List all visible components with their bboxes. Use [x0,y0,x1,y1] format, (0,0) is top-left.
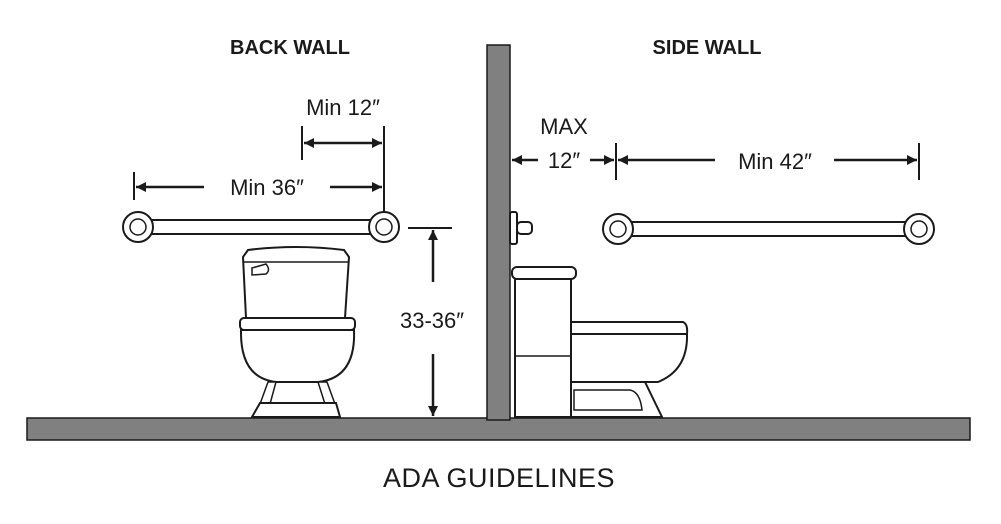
side-wall-grab-bar [602,213,935,245]
max-12-dimension [512,143,617,180]
toilet-side-view [511,266,689,418]
grab-bar-flange-profile [509,211,533,245]
min-42-dimension [618,143,920,180]
partition-wall [486,44,511,421]
toilet-front-view [239,246,356,418]
side-wall-heading: SIDE WALL [653,37,762,59]
bar-height-dimension [408,227,452,416]
min-36-label: Min 36″ [230,175,304,200]
back-wall-grab-bar [122,211,400,243]
back-wall-heading: BACK WALL [230,37,350,59]
min-36-dimension [133,172,382,200]
bar-height-label: 33-36″ [400,308,464,333]
min-42-label: Min 42″ [738,149,812,174]
min-12-dimension [301,126,385,226]
min-12-label: Min 12″ [306,95,380,120]
floor [26,417,971,441]
diagram-caption: ADA GUIDELINES [383,463,615,493]
max-label: MAX [540,114,588,139]
max-12-label: 12″ [548,148,580,173]
